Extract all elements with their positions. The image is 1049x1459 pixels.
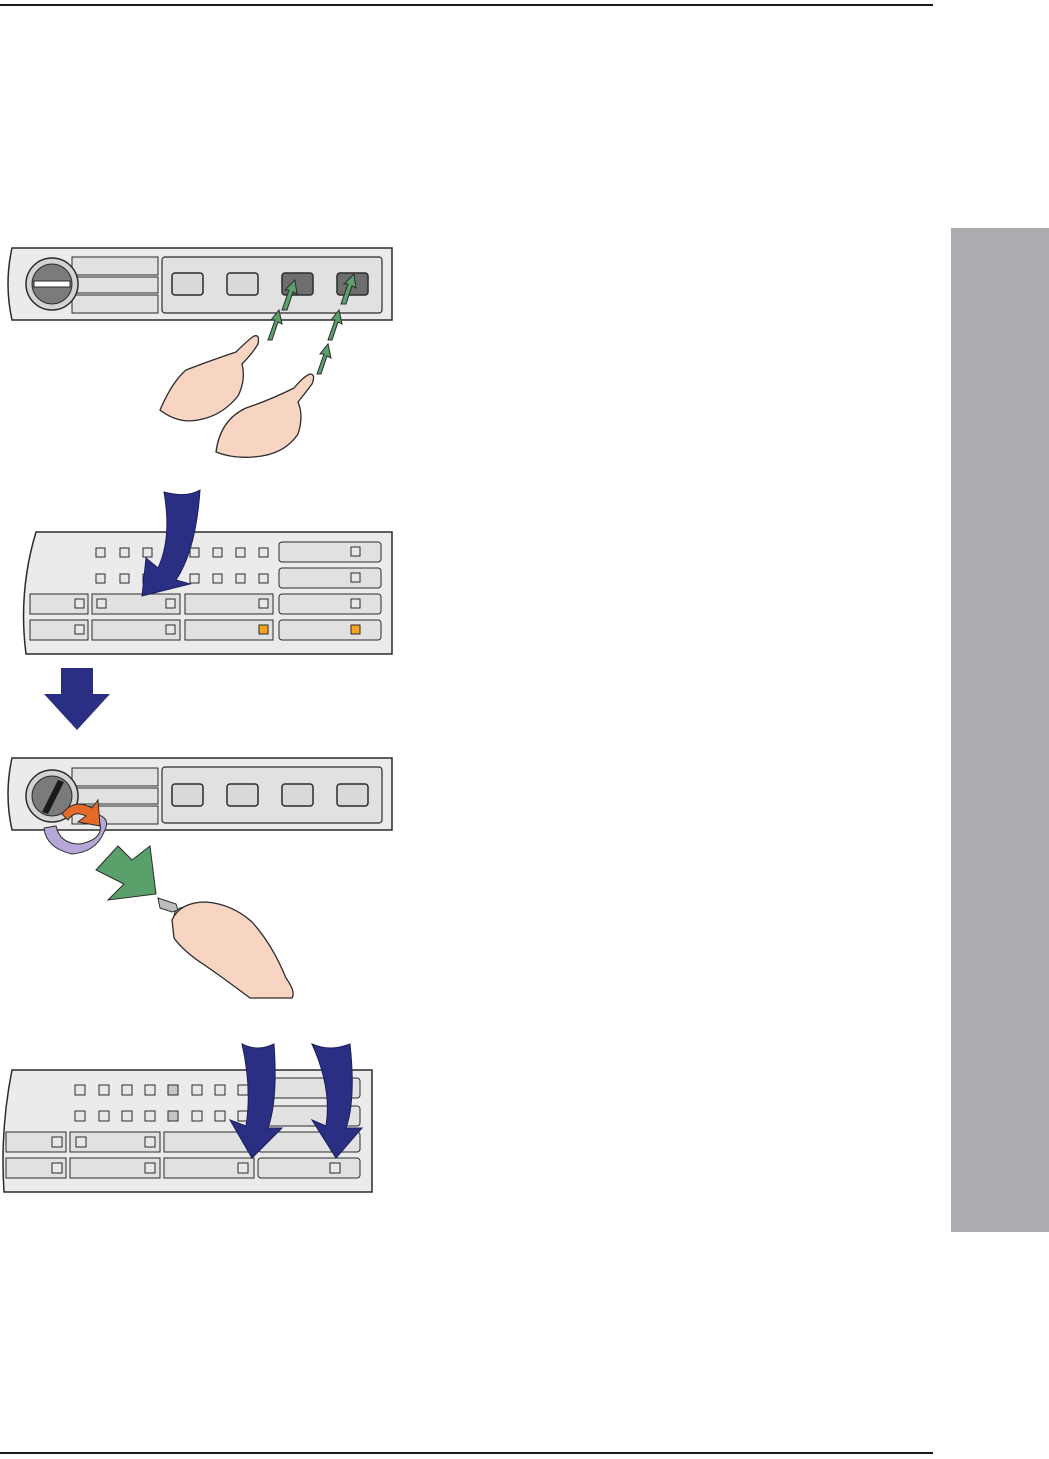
bottom-rule <box>0 1452 933 1454</box>
green-arrow-icon <box>96 846 156 900</box>
panel-button-3-pressed[interactable] <box>282 273 313 295</box>
panel-button-2[interactable] <box>227 273 258 295</box>
figure-down-arrow <box>0 668 120 734</box>
figure-panel-buttons <box>0 240 400 470</box>
keylock-icon <box>26 258 78 310</box>
panel-button-1[interactable] <box>172 273 203 295</box>
panel-button-4[interactable] <box>337 784 368 806</box>
top-rule <box>0 4 933 6</box>
panel-button-1[interactable] <box>172 784 203 806</box>
hand-pointing-icon <box>160 336 314 458</box>
hand-holding-key-icon <box>172 902 293 998</box>
figure-status-panel-1 <box>0 480 400 660</box>
figure-status-panel-2 <box>0 1040 400 1200</box>
panel-button-2[interactable] <box>227 784 258 806</box>
panel-button-3[interactable] <box>282 784 313 806</box>
figure-key-removal <box>0 752 400 1012</box>
side-tab <box>951 228 1049 1232</box>
down-arrow-icon <box>44 668 110 730</box>
